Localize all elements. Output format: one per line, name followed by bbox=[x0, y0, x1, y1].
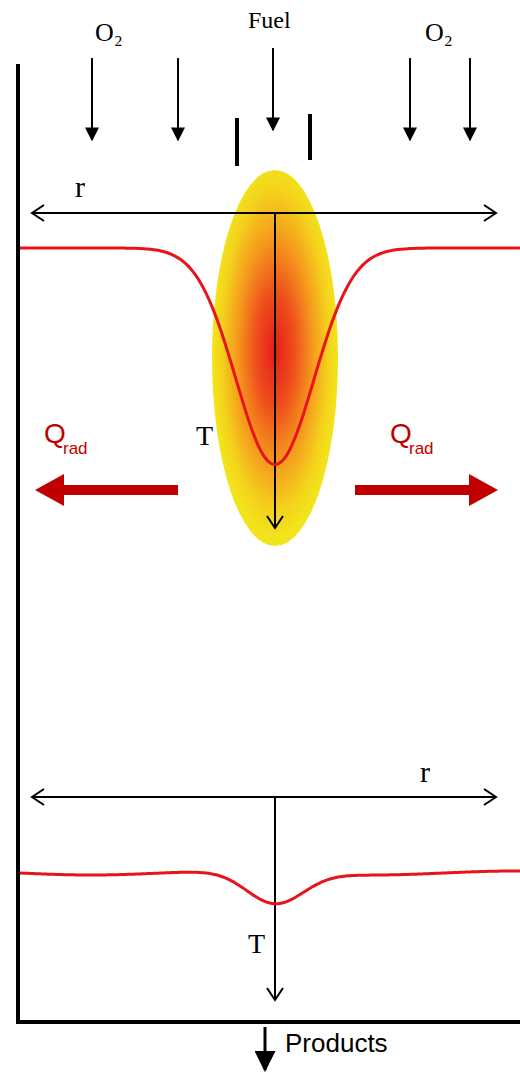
radiation-arrows bbox=[35, 474, 498, 506]
oxygen-arrow bbox=[91, 58, 93, 140]
radial-axis bbox=[32, 789, 496, 1000]
axis-label: r bbox=[420, 757, 430, 787]
oxygen-arrow bbox=[177, 58, 179, 140]
heat-flux-subscript: rad bbox=[63, 440, 88, 457]
axis-label: r bbox=[75, 172, 85, 202]
temperature-profile bbox=[20, 871, 520, 904]
outlet-label: Products bbox=[285, 1030, 388, 1056]
oxygen-arrow bbox=[409, 58, 411, 140]
radial-axis bbox=[32, 205, 496, 528]
species-label: O₂ bbox=[425, 20, 453, 46]
nozzle-wall bbox=[235, 118, 239, 166]
heat-flux-label: Q bbox=[390, 420, 412, 448]
temperature-label: T bbox=[248, 930, 265, 958]
reactor-wall bbox=[16, 64, 20, 1023]
outlet-arrow bbox=[264, 1027, 267, 1070]
oxygen-arrow bbox=[469, 58, 471, 140]
heat-flux-subscript: rad bbox=[409, 440, 434, 457]
inflow-arrows bbox=[92, 48, 470, 140]
fuel-arrow bbox=[272, 48, 274, 130]
nozzle-wall bbox=[308, 114, 312, 160]
temperature-profile bbox=[20, 248, 520, 465]
species-label: O₂ bbox=[95, 20, 123, 46]
species-label: Fuel bbox=[248, 8, 291, 32]
temperature-label: T bbox=[196, 422, 213, 450]
reactor-floor bbox=[16, 1020, 520, 1024]
heat-flux-label: Q bbox=[44, 420, 66, 448]
